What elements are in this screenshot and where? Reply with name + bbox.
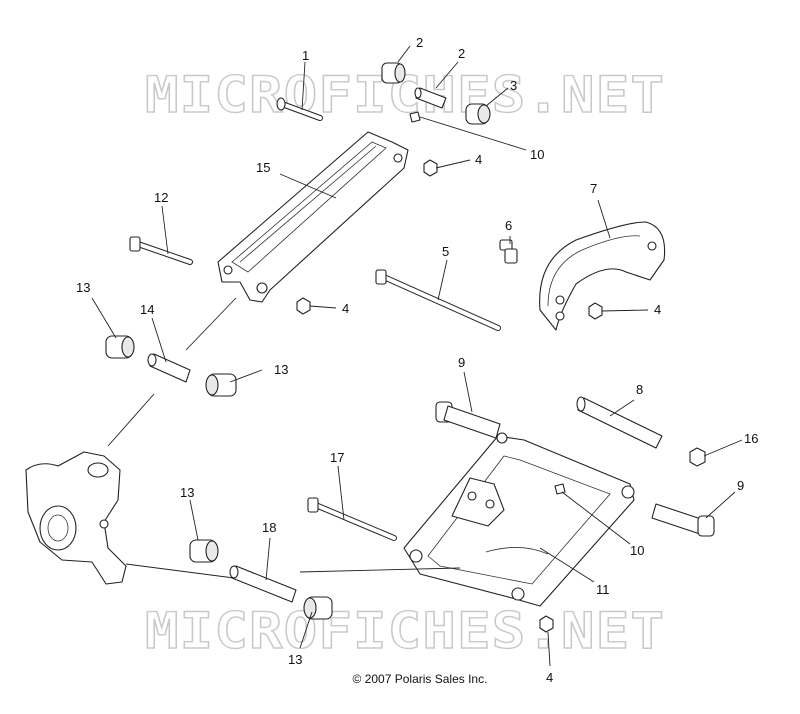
- callout-7: 7: [590, 181, 597, 196]
- callout-9a: 9: [458, 355, 465, 370]
- callout-4d: 4: [546, 670, 553, 685]
- part-sleeve-8: [576, 396, 663, 449]
- callout-17: 17: [330, 450, 344, 465]
- part-bracket-15: [217, 131, 409, 303]
- callout-9b: 9: [737, 478, 744, 493]
- part-fitting-10-lower: [554, 483, 566, 495]
- part-sleeve-14: [147, 353, 191, 383]
- watermark-bottom: MICROFICHES.NET: [145, 602, 665, 660]
- callout-13d: 13: [288, 652, 302, 667]
- part-bolt-12: [129, 236, 193, 265]
- part-pivot-9-right: [651, 503, 715, 537]
- callout-12: 12: [154, 190, 168, 205]
- part-bushing-13-a: [105, 335, 135, 359]
- part-nut-4-a: [423, 159, 438, 177]
- part-nut-16: [689, 447, 706, 467]
- callout-5: 5: [442, 244, 449, 259]
- part-nut-4-d: [539, 615, 554, 633]
- callout-4c: 4: [654, 302, 661, 317]
- callout-13c: 13: [180, 485, 194, 500]
- part-bolt-17: [307, 497, 397, 541]
- callout-4b: 4: [342, 301, 349, 316]
- part-frame-11: [403, 432, 635, 607]
- part-nut-4-b: [296, 297, 311, 315]
- part-bushing-13-d: [303, 596, 333, 620]
- part-bolt-5: [375, 269, 501, 331]
- part-bolt-6: [499, 239, 518, 264]
- part-bushing-2-top: [381, 62, 406, 84]
- part-bracket-7: [539, 221, 666, 331]
- part-nut-4-c: [588, 302, 603, 320]
- callouts: 1 2 2 3 10 4 15 7 12 6 5 4 4 13 14 13 9 …: [76, 35, 758, 685]
- callout-18: 18: [262, 520, 276, 535]
- copyright: © 2007 Polaris Sales Inc.: [353, 672, 488, 686]
- callout-6: 6: [505, 218, 512, 233]
- callout-10b: 10: [630, 543, 644, 558]
- callout-11: 11: [596, 582, 610, 597]
- part-bushing-13-c: [189, 539, 219, 563]
- part-sleeve-3: [414, 87, 447, 109]
- callout-10a: 3: [510, 78, 517, 93]
- part-bushing-13-b: [205, 373, 237, 397]
- callout-2a: 2: [416, 35, 423, 50]
- part-fitting-10-top: [409, 111, 421, 123]
- part-bolt-1: [276, 97, 323, 121]
- callout-3: 2: [458, 46, 465, 61]
- callout-8: 8: [636, 382, 643, 397]
- callout-10-top: 10: [530, 147, 544, 162]
- part-knuckle: [25, 451, 127, 585]
- callout-1: 1: [302, 48, 309, 63]
- callout-4a: 4: [475, 152, 482, 167]
- callout-14: 14: [140, 302, 154, 317]
- part-sleeve-18: [229, 565, 297, 603]
- leader-lines: [91, 45, 743, 667]
- callout-13a: 13: [76, 280, 90, 295]
- part-bushing-2-right: [465, 103, 491, 125]
- part-pivot-9-top: [435, 401, 501, 439]
- callout-13b: 13: [274, 362, 288, 377]
- callout-15: 15: [256, 160, 270, 175]
- callout-16: 16: [744, 431, 758, 446]
